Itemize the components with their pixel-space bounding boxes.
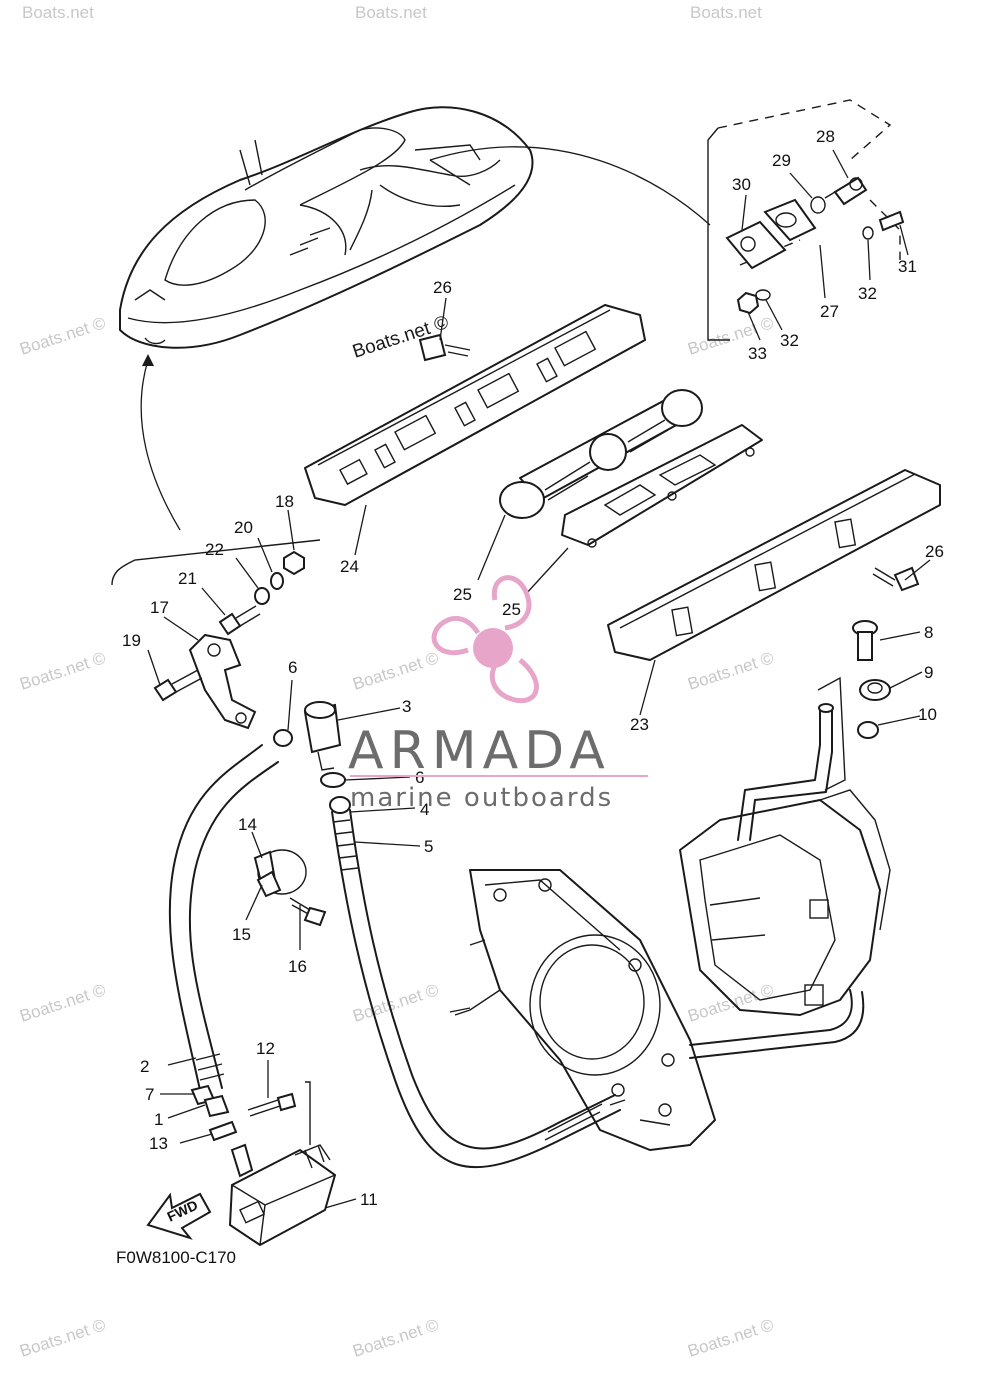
hose-2 <box>168 744 279 1091</box>
watermark: Boats.net <box>355 3 427 22</box>
callout-33: 33 <box>748 344 767 363</box>
tube <box>689 991 865 1059</box>
bracket-17 <box>188 633 257 730</box>
callout-labels: 1 2 3 4 5 6 6 7 8 9 10 11 12 13 14 15 16… <box>122 127 944 1209</box>
watermark: Boats.net <box>22 3 94 22</box>
callout-16: 16 <box>288 957 307 976</box>
callout-4: 4 <box>420 800 429 819</box>
bolt-26 <box>872 566 920 592</box>
watercraft-illustration <box>119 106 534 349</box>
callout-13: 13 <box>149 1134 168 1153</box>
callout-31: 31 <box>898 257 917 276</box>
wire-lead <box>305 1081 311 1145</box>
callout-3: 3 <box>402 697 411 716</box>
watermark: Boats.net © <box>685 1315 776 1361</box>
callout-32: 32 <box>780 331 799 350</box>
screw-16 <box>289 897 327 927</box>
callout-6: 6 <box>288 658 297 677</box>
hose-5 <box>331 809 621 1169</box>
callout-27: 27 <box>820 302 839 321</box>
callout-6: 6 <box>415 768 424 787</box>
fwd-arrow: FWD <box>146 1192 212 1240</box>
callout-11: 11 <box>360 1190 378 1209</box>
leader-lines <box>147 149 931 1209</box>
callout-20: 20 <box>234 518 253 537</box>
watermark: Boats.net © <box>17 980 108 1026</box>
callout-18: 18 <box>275 492 294 511</box>
tube <box>737 709 821 841</box>
callout-9: 9 <box>924 663 933 682</box>
drain-plug-8 <box>852 620 878 661</box>
callout-25: 25 <box>453 585 472 604</box>
watermark: Boats.net © <box>685 648 776 694</box>
callout-5: 5 <box>424 837 433 856</box>
callout-12: 12 <box>256 1039 275 1058</box>
clip-15 <box>256 870 282 898</box>
callout-1: 1 <box>154 1110 163 1129</box>
callout-28: 28 <box>816 127 835 146</box>
callout-19: 19 <box>122 631 141 650</box>
nut-9 <box>859 679 891 701</box>
valve-3 <box>303 701 342 771</box>
callout-7: 7 <box>145 1085 154 1104</box>
diagram-code: F0W8100-C170 <box>116 1248 236 1267</box>
hull-link-line <box>140 359 181 531</box>
fitting-1 <box>203 1094 230 1118</box>
watermark: Boats.net <box>690 3 762 22</box>
armada-logo: ARMADA marine outboards <box>348 575 648 813</box>
rail-assembly-24 <box>304 304 646 506</box>
watermark: Boats.net © <box>350 1315 441 1361</box>
watermark-group: Boats.net Boats.net Boats.net Boats.net … <box>17 3 776 1361</box>
washer-22 <box>254 587 270 605</box>
callout-23: 23 <box>630 715 649 734</box>
bolt-21 <box>218 605 261 636</box>
sensor-module-11 <box>228 1143 337 1247</box>
logo-tagline: marine outboards <box>350 783 613 813</box>
roller-bracket-25 <box>561 424 763 548</box>
callout-24: 24 <box>340 557 359 576</box>
callout-21: 21 <box>178 569 197 588</box>
clamp-6 <box>273 729 293 747</box>
callout-2: 2 <box>140 1057 149 1076</box>
watermark: Boats.net © <box>350 648 441 694</box>
collar-13 <box>208 1120 238 1142</box>
intake-housing <box>449 869 716 1151</box>
callout-10: 10 <box>918 705 937 724</box>
callout-8: 8 <box>924 623 933 642</box>
callout-32: 32 <box>858 284 877 303</box>
callout-22: 22 <box>205 540 224 559</box>
bolt-26 <box>418 333 471 362</box>
bracket-group-line <box>111 539 321 586</box>
tube <box>689 989 853 1046</box>
watermark: Boats.net © <box>350 980 441 1026</box>
jet-nozzle-housing <box>679 789 891 1016</box>
watermark: Boats.net © <box>17 1315 108 1361</box>
watermark: Boats.net © <box>685 980 776 1026</box>
callout-26: 26 <box>925 542 944 561</box>
washer-20 <box>270 572 284 590</box>
callout-30: 30 <box>732 175 751 194</box>
tube <box>749 709 833 841</box>
logo-name: ARMADA <box>348 721 611 781</box>
propeller-icon <box>431 575 539 704</box>
watermark: Boats.net © <box>17 313 108 359</box>
watermark: Boats.net © <box>17 648 108 694</box>
callout-15: 15 <box>232 925 251 944</box>
screw-12 <box>247 1092 297 1117</box>
hull-link-line <box>429 146 711 226</box>
clamp-4 <box>329 796 351 814</box>
roller-25 <box>499 389 703 519</box>
nut-18 <box>283 550 305 576</box>
callout-25: 25 <box>502 600 521 619</box>
bolt-19 <box>153 669 203 702</box>
callout-17: 17 <box>150 598 169 617</box>
sensor-detail-box <box>707 99 905 341</box>
callout-14: 14 <box>238 815 257 834</box>
callout-29: 29 <box>772 151 791 170</box>
clamp-6 <box>320 772 346 788</box>
callout-26: 26 <box>433 278 452 297</box>
rail-assembly-23 <box>607 469 941 661</box>
clip-10 <box>857 721 879 739</box>
